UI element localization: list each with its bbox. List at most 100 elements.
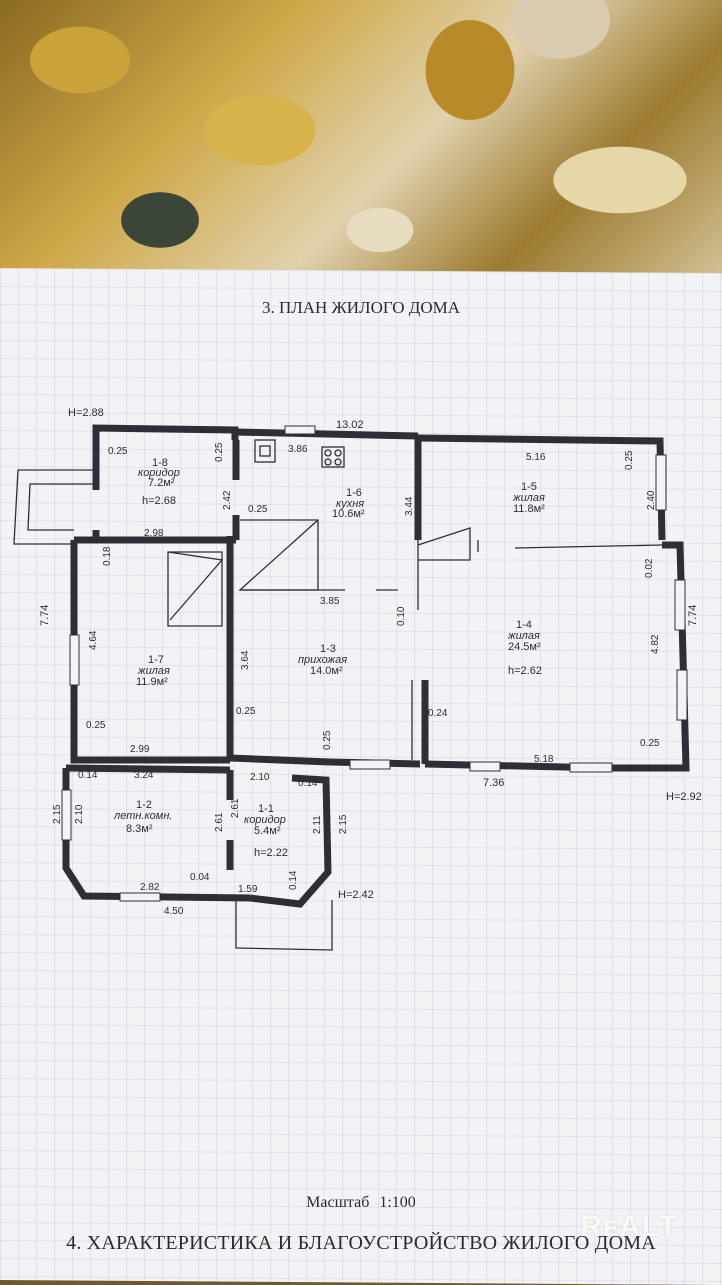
room-1-2-name: летн.комн. xyxy=(113,810,172,822)
room-1-8: 1-8 коридор 7.2м² h=2.68 xyxy=(138,457,180,507)
wall-porch xyxy=(249,774,332,908)
room-1-8-height: h=2.68 xyxy=(142,495,176,507)
dim-label: 2.15 xyxy=(338,814,349,834)
section-4-title: 4. ХАРАКТЕРИСТИКА И БЛАГОУСТРОЙСТВО ЖИЛО… xyxy=(66,1232,656,1254)
room-1-8-name: коридор xyxy=(138,467,180,479)
scale-value: 1:100 xyxy=(379,1194,416,1211)
tapestry-background xyxy=(0,0,722,300)
burner-2 xyxy=(334,449,342,457)
room-1-5-area: 11.8м² xyxy=(513,503,545,515)
dim-label: 2.82 xyxy=(140,882,160,893)
dim-label: 2.61 xyxy=(230,798,241,818)
dim-label: 0.14 xyxy=(298,778,318,789)
dim-label: 5.16 xyxy=(526,452,546,463)
room-1-2-id: 1-2 xyxy=(136,799,152,811)
height-right: H=2.92 xyxy=(666,791,702,803)
room-1-2-area: 8.3м² xyxy=(126,823,153,835)
dim-label: 0.25 xyxy=(322,730,333,750)
room-1-1-id: 1-1 xyxy=(258,803,274,815)
wardrobe xyxy=(167,551,224,627)
room-1-2: 1-2 летн.комн. 8.3м² xyxy=(113,799,172,835)
wall-veranda xyxy=(62,768,251,902)
dim-top-width: 13.02 xyxy=(336,419,364,431)
stove xyxy=(254,439,276,463)
scale-label: Масштаб xyxy=(306,1194,370,1211)
window-kitchen xyxy=(284,425,316,435)
window-room14-bottom-b xyxy=(469,761,501,772)
room-1-6-id: 1-6 xyxy=(346,487,362,499)
room-1-8-id: 1-8 xyxy=(152,457,168,469)
dim-label: 3.64 xyxy=(240,650,251,670)
dim-label: 2.40 xyxy=(646,490,657,510)
room-1-1-height: h=2.22 xyxy=(254,847,288,859)
dim-label: 0.25 xyxy=(248,504,268,515)
dim-label: 2.15 xyxy=(52,804,63,824)
dim-label: 0.14 xyxy=(288,870,299,890)
dim-label: 0.24 xyxy=(428,708,448,719)
dim-label: 2.10 xyxy=(250,772,270,783)
height-porch: H=2.42 xyxy=(338,889,374,901)
dim-label: 0.04 xyxy=(190,872,210,883)
room-1-5-id: 1-5 xyxy=(521,481,537,493)
porch-left xyxy=(13,469,96,545)
fireplace xyxy=(417,527,471,561)
dim-label: 2.98 xyxy=(144,528,164,539)
wall-right xyxy=(610,541,690,772)
room-1-7-area: 11.9м² xyxy=(136,676,168,688)
wall-room17 xyxy=(70,540,230,764)
burner-4 xyxy=(334,458,342,466)
window-room17 xyxy=(69,634,80,686)
room-1-5-name: жилая xyxy=(512,492,545,504)
room-1-1-area: 5.4м² xyxy=(254,825,281,837)
window-veranda-bottom xyxy=(119,892,161,902)
room-1-5: 1-5 жилая 11.8м² xyxy=(512,481,545,515)
wall-hall-left xyxy=(226,536,331,766)
dim-left-height: 7.74 xyxy=(39,605,51,626)
dim-label: 4.50 xyxy=(164,906,184,917)
dim-label: 2.10 xyxy=(74,804,85,824)
height-top-left: H=2.88 xyxy=(68,407,104,419)
window-veranda-left xyxy=(61,789,72,841)
room-1-4-height: h=2.62 xyxy=(508,665,542,677)
dim-label: 0.14 xyxy=(78,770,98,781)
burner-1 xyxy=(324,449,332,457)
room-1-4-name: жилая xyxy=(507,630,540,642)
room-1-4: 1-4 жилая 24.5м² h=2.62 xyxy=(507,619,542,677)
room-1-3: 1-3 прихожая 14.0м² xyxy=(298,643,347,677)
room-1-7-id: 1-7 xyxy=(148,654,164,666)
dim-label: 4.64 xyxy=(88,630,99,650)
dim-label: 3.44 xyxy=(404,496,415,516)
room-1-1-name: коридор xyxy=(244,814,286,826)
fixtures xyxy=(167,439,479,627)
room-1-7: 1-7 жилая 11.9м² xyxy=(136,654,170,688)
windows xyxy=(61,425,688,902)
dim-label: 3.85 xyxy=(320,596,340,607)
dim-label: 2.42 xyxy=(222,490,233,510)
dim-label: 0.18 xyxy=(102,546,113,566)
room-1-6-name: кухня xyxy=(336,498,364,510)
porch-left-inner xyxy=(27,483,96,531)
scale-caption: Масштаб 1:100 xyxy=(0,1194,722,1212)
wall-top-mid xyxy=(234,428,419,440)
dim-label: 3.24 xyxy=(134,770,154,781)
cooktop xyxy=(321,446,345,468)
window-hall xyxy=(349,759,391,770)
dim-label: 0.02 xyxy=(644,558,655,578)
stove-inner xyxy=(259,445,271,457)
watermark-logo: RᴇALT xyxy=(580,1210,678,1243)
room-1-6: 1-6 кухня 10.6м² xyxy=(332,487,365,520)
dim-bottom-width: 7.36 xyxy=(483,777,504,789)
partition-15-14 xyxy=(514,544,663,549)
dim-label: 5.18 xyxy=(534,754,554,765)
porch-steps xyxy=(235,898,333,951)
room-1-8-area: 7.2м² xyxy=(148,477,175,489)
dim-right-height: 7.74 xyxy=(687,605,699,626)
room-1-4-area: 24.5м² xyxy=(508,641,541,653)
dim-label: 1.59 xyxy=(238,884,258,895)
stairs xyxy=(238,519,319,591)
room-1-3-id: 1-3 xyxy=(320,643,336,655)
room-1-4-id: 1-4 xyxy=(516,619,532,631)
dim-label: 0.25 xyxy=(214,442,225,462)
dimension-labels: 0.25 0.25 3.86 5.16 0.25 2.42 0.25 3.44 … xyxy=(52,442,661,917)
